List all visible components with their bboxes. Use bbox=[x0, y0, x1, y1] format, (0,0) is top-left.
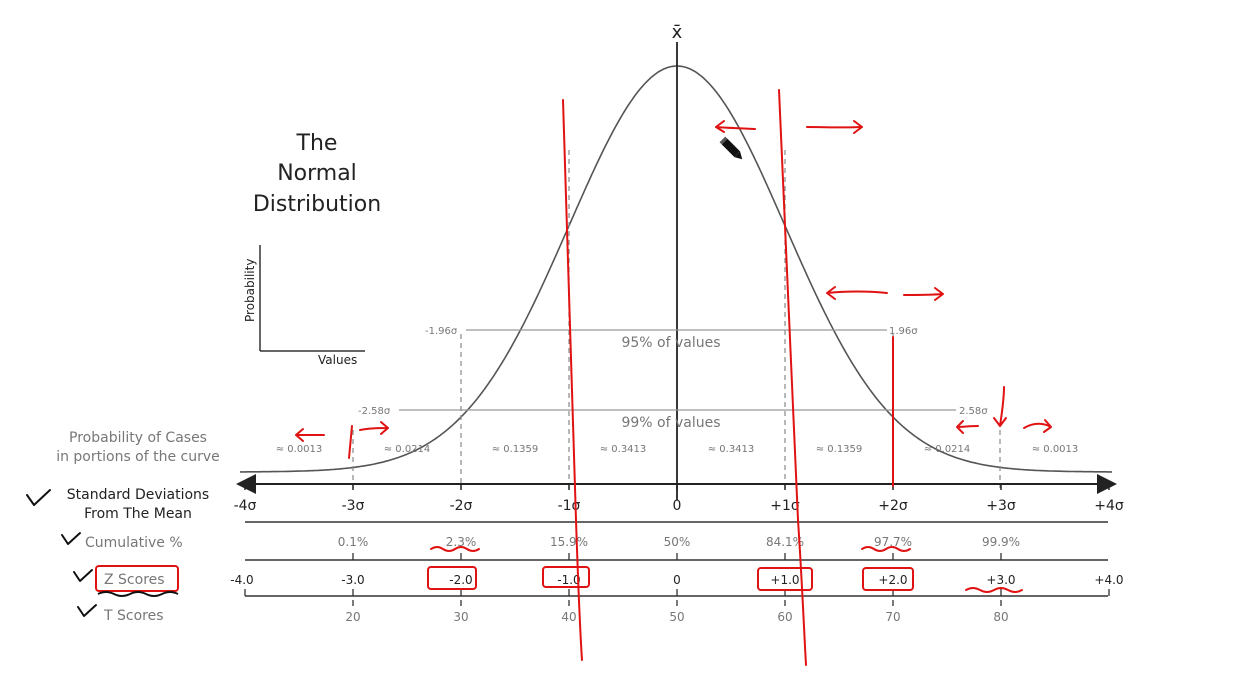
sigma-tick-label: -1σ bbox=[558, 498, 581, 514]
annotation-box-z-pos2 bbox=[862, 567, 914, 591]
annotation-squiggle-plus3 bbox=[965, 587, 1023, 593]
std-dev-label-1: Standard Deviations bbox=[67, 487, 209, 503]
annotation-box-z-neg2 bbox=[427, 566, 477, 590]
annotation-arrow-left-3 bbox=[295, 428, 325, 442]
proportion-label: ≈ 0.1359 bbox=[816, 444, 863, 455]
std-dev-label-2: From The Mean bbox=[84, 506, 192, 522]
annotation-arrow-right-4 bbox=[1023, 419, 1052, 433]
band-95-label: 95% of values bbox=[621, 335, 720, 351]
t-score-value: 70 bbox=[885, 610, 900, 624]
sigma-tick-label: -4σ bbox=[234, 498, 257, 514]
pen-cursor-icon bbox=[719, 136, 743, 160]
title-line-1: The bbox=[296, 131, 338, 156]
annotation-box-z-neg1 bbox=[542, 566, 590, 588]
mean-symbol: x̄ bbox=[672, 22, 683, 43]
z-score-value: -1.0 bbox=[557, 573, 580, 587]
z-score-value: +1.0 bbox=[770, 573, 799, 587]
bell-curve bbox=[240, 65, 1112, 473]
cumulative-label: Cumulative % bbox=[85, 535, 183, 551]
check-t-scores bbox=[77, 604, 97, 617]
sigma-tick-label: +1σ bbox=[770, 498, 800, 514]
cumulative-value: 50% bbox=[664, 535, 691, 549]
proportion-label: ≈ 0.0013 bbox=[276, 444, 323, 455]
sigma-tick-label: 0 bbox=[673, 498, 682, 514]
check-z-scores bbox=[73, 569, 93, 582]
cumulative-value: 97.7% bbox=[874, 535, 912, 549]
check-std-dev bbox=[26, 489, 51, 506]
sigma-tick-label: -2σ bbox=[450, 498, 473, 514]
z-score-value: +2.0 bbox=[878, 573, 907, 587]
check-cumulative bbox=[61, 532, 81, 545]
annotation-arrow-right-1 bbox=[806, 120, 863, 134]
cumulative-value: 2.3% bbox=[446, 535, 477, 549]
proportions-row: ≈ 0.0013 ≈ 0.0214 ≈ 0.1359 ≈ 0.3413 ≈ 0.3413… bbox=[276, 444, 1079, 455]
proportion-label: ≈ 0.1359 bbox=[492, 444, 539, 455]
z-scores-label: Z Scores bbox=[104, 572, 165, 588]
prob-cases-label-2: in portions of the curve bbox=[56, 449, 220, 465]
prob-cases-label-1: Probability of Cases bbox=[69, 430, 207, 446]
z-score-value: -3.0 bbox=[341, 573, 364, 587]
handwritten-annotations bbox=[26, 89, 1052, 666]
proportion-label: ≈ 0.3413 bbox=[708, 444, 755, 455]
cumulative-value: 84.1% bbox=[766, 535, 804, 549]
sigma-tick-label: +3σ bbox=[986, 498, 1016, 514]
annotation-arrow-left-2 bbox=[826, 286, 888, 300]
z-score-value: 0 bbox=[673, 573, 681, 587]
proportion-label: ≈ 0.0214 bbox=[924, 444, 971, 455]
annotation-squiggle-z-label bbox=[97, 591, 179, 597]
sigma-tick-label: +4σ bbox=[1094, 498, 1124, 514]
inset-axes: Probability Values bbox=[243, 245, 365, 367]
t-scores-label: T Scores bbox=[103, 608, 164, 624]
annotation-line-left bbox=[562, 99, 583, 661]
annotation-arrow-left-4 bbox=[956, 420, 979, 434]
title-line-3: Distribution bbox=[253, 192, 381, 217]
scale-rows: -4σ -3σ -2σ -1σ 0 +1σ +2σ +3σ +4σ 0.1% 2.3% 15.9% 50… bbox=[230, 484, 1124, 624]
annotation-squiggle-97-7 bbox=[861, 546, 911, 552]
band-99-label: 99% of values bbox=[621, 415, 720, 431]
t-score-value: 40 bbox=[561, 610, 576, 624]
annotation-box-z-label bbox=[95, 565, 179, 592]
label-pos-196: 1.96σ bbox=[889, 326, 918, 337]
label-neg-258: -2.58σ bbox=[358, 406, 391, 417]
annotation-squiggle-2-3 bbox=[430, 546, 480, 552]
title-line-2: Normal bbox=[277, 161, 357, 186]
annotation-box-z-pos1 bbox=[757, 567, 813, 591]
cumulative-value: 0.1% bbox=[338, 535, 369, 549]
annotation-line-right bbox=[778, 89, 807, 666]
inset-xlabel: Values bbox=[318, 353, 357, 367]
annotation-arrow-right-3 bbox=[359, 421, 389, 435]
t-score-value: 50 bbox=[669, 610, 684, 624]
proportion-label: ≈ 0.3413 bbox=[600, 444, 647, 455]
z-score-value: +3.0 bbox=[986, 573, 1015, 587]
annotation-arrow-left-1 bbox=[715, 120, 756, 133]
z-score-value: +4.0 bbox=[1094, 573, 1123, 587]
annotation-arrow-down bbox=[993, 386, 1007, 427]
t-score-value: 20 bbox=[345, 610, 360, 624]
label-neg-196: -1.96σ bbox=[425, 326, 458, 337]
t-score-value: 80 bbox=[993, 610, 1008, 624]
sigma-tick-label: -3σ bbox=[342, 498, 365, 514]
cumulative-value: 15.9% bbox=[550, 535, 588, 549]
t-score-value: 30 bbox=[453, 610, 468, 624]
z-score-value: -4.0 bbox=[230, 573, 253, 587]
sigma-tick-label: +2σ bbox=[878, 498, 908, 514]
cumulative-value: 99.9% bbox=[982, 535, 1020, 549]
label-pos-258: 2.58σ bbox=[959, 406, 988, 417]
proportion-label: ≈ 0.0214 bbox=[384, 444, 431, 455]
inset-ylabel: Probability bbox=[243, 259, 257, 322]
z-score-value: -2.0 bbox=[449, 573, 472, 587]
annotation-tick-3sigma bbox=[348, 425, 353, 459]
proportion-label: ≈ 0.0013 bbox=[1032, 444, 1079, 455]
t-score-value: 60 bbox=[777, 610, 792, 624]
annotation-arrow-right-2 bbox=[903, 287, 944, 301]
